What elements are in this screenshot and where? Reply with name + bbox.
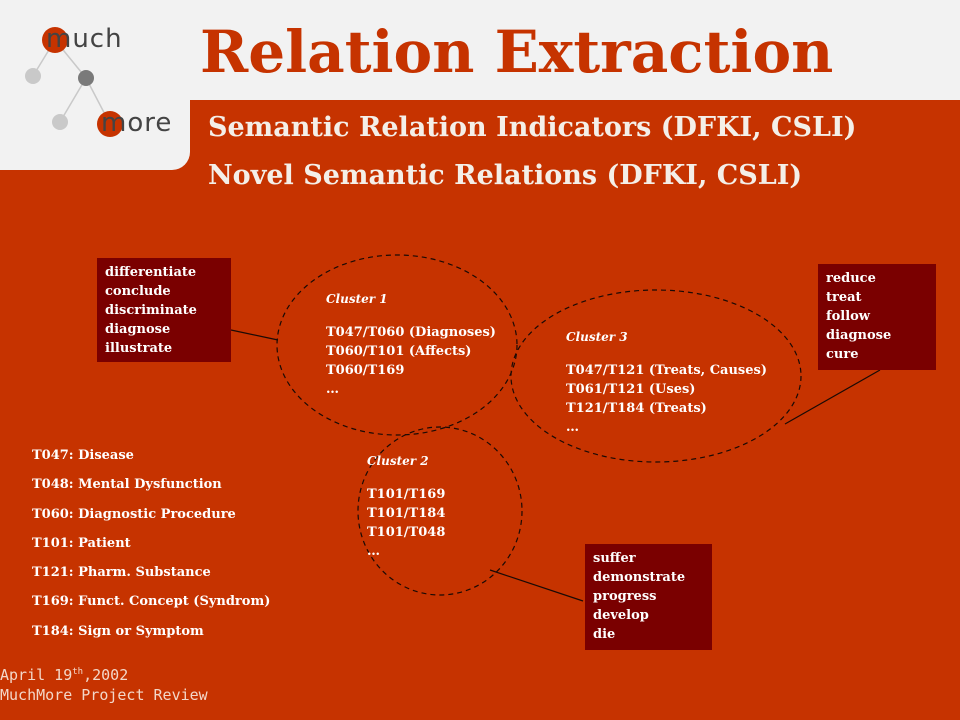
logo-node <box>25 68 41 84</box>
legend-item: T048: Mental Dysfunction <box>32 477 222 493</box>
cluster-name: Cluster 3 <box>566 330 628 344</box>
cluster-1: Cluster 1 T047/T060 (Diagnoses) T060/T10… <box>326 290 496 399</box>
logo-node-accent <box>42 27 68 53</box>
indicator-box-cluster-3: reduce treat follow diagnose cure <box>818 264 936 370</box>
page-title: Relation Extraction <box>200 18 834 86</box>
indicator-word: treat <box>826 290 862 305</box>
indicator-word: progress <box>593 589 657 604</box>
logo: much more <box>0 0 190 170</box>
relation-item: T047/T060 (Diagnoses) <box>326 325 496 340</box>
cluster-3-ellipse <box>510 289 802 463</box>
relation-item: T047/T121 (Treats, Causes) <box>566 363 767 378</box>
logo-node <box>52 114 68 130</box>
relation-item: … <box>367 544 380 559</box>
footer-date: April 19th,2002 <box>0 666 129 684</box>
indicator-word: conclude <box>105 284 171 299</box>
relation-item: T121/T184 (Treats) <box>566 401 707 416</box>
logo-edge <box>59 77 87 123</box>
logo-node <box>78 70 94 86</box>
legend-item: T060: Diagnostic Procedure <box>32 506 236 522</box>
logo-word-more: more <box>101 108 173 138</box>
relation-item: T060/T101 (Affects) <box>326 344 472 359</box>
logo-word-much: much <box>46 24 123 54</box>
cluster-name: Cluster 1 <box>326 292 388 306</box>
indicator-word: diagnose <box>826 328 892 343</box>
legend-item: T169: Funct. Concept (Syndrom) <box>32 594 271 610</box>
indicator-word: reduce <box>826 271 876 286</box>
cluster-name: Cluster 2 <box>367 454 429 468</box>
indicator-box-cluster-1: differentiate conclude discriminate diag… <box>97 258 231 362</box>
indicator-word: discriminate <box>105 303 197 318</box>
cluster-1-ellipse <box>276 254 518 436</box>
logo-graphic <box>25 27 123 137</box>
subtitle-novel-relations: Novel Semantic Relations (DFKI, CSLI) <box>208 160 803 191</box>
logo-node-accent <box>97 111 123 137</box>
indicator-word: die <box>593 627 616 642</box>
indicator-word: demonstrate <box>593 570 686 585</box>
cluster-2-ellipse <box>357 426 523 596</box>
subtitle-indicators: Semantic Relation Indicators (DFKI, CSLI… <box>208 112 857 143</box>
indicator-word: suffer <box>593 551 636 566</box>
indicator-box-cluster-2: suffer demonstrate progress develop die <box>585 544 712 650</box>
legend-item: T184: Sign or Symptom <box>32 623 204 639</box>
indicator-word: diagnose <box>105 322 171 337</box>
connector-line <box>489 569 584 602</box>
relation-item: T061/T121 (Uses) <box>566 382 696 397</box>
cluster-3: Cluster 3 T047/T121 (Treats, Causes) T06… <box>566 328 767 437</box>
indicator-word: cure <box>826 347 859 362</box>
indicator-word: differentiate <box>105 265 197 280</box>
connector-line <box>230 329 279 341</box>
cluster-2: Cluster 2 T101/T169 T101/T184 T101/T048 … <box>367 452 445 561</box>
relation-item: T101/T169 <box>367 487 446 502</box>
legend-item: T121: Pharm. Substance <box>32 565 211 581</box>
legend-item: T101: Patient <box>32 535 131 551</box>
legend-item: T047: Disease <box>32 448 134 463</box>
relation-item: T101/T184 <box>367 506 446 521</box>
relation-item: T101/T048 <box>367 525 446 540</box>
connector-line <box>784 369 881 425</box>
relation-item: T060/T169 <box>326 363 405 378</box>
indicator-word: illustrate <box>105 341 173 356</box>
semantic-type-legend: T047: Disease T048: Mental Dysfunction T… <box>32 441 270 646</box>
relation-item: … <box>566 420 579 435</box>
footer-project: MuchMore Project Review <box>0 686 208 704</box>
relation-item: … <box>326 382 339 397</box>
indicator-word: develop <box>593 608 649 623</box>
indicator-word: follow <box>826 309 871 324</box>
footer: April 19th,2002 MuchMore Project Review <box>0 662 208 705</box>
